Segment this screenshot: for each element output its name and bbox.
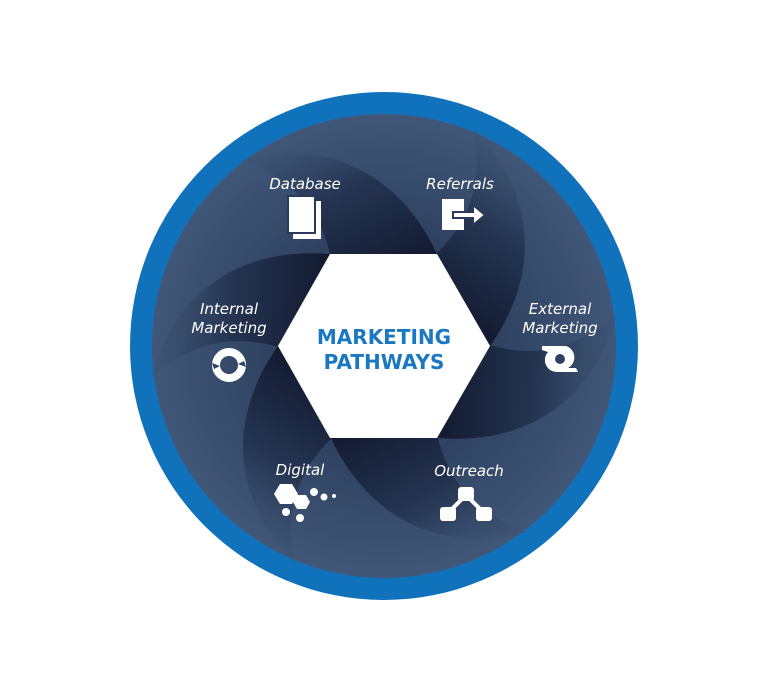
documents-icon — [287, 195, 321, 239]
swirl-petal — [436, 128, 525, 346]
segment-internal-marketing-label: Internal Marketing — [191, 300, 266, 338]
loop-arrow-icon — [542, 346, 578, 373]
hexagons-icon — [274, 484, 336, 522]
label-line: Marketing — [522, 319, 598, 337]
segment-digital-label: Digital — [275, 461, 325, 479]
center-hexagon — [278, 254, 490, 438]
segment-outreach-label: Outreach — [434, 462, 504, 480]
swirl-petal — [150, 253, 331, 378]
segment-referrals-label: Referrals — [426, 175, 494, 193]
cycle-icon — [212, 348, 246, 382]
label-line: Marketing — [191, 319, 267, 337]
segment-database-label: Database — [269, 175, 341, 193]
segment-external-marketing-label: External Marketing — [522, 300, 597, 338]
label-line: Internal — [199, 300, 259, 318]
swirl-petal — [240, 153, 437, 254]
center-title: MARKETING PATHWAYS — [317, 325, 451, 375]
network-icon — [440, 487, 492, 521]
center-title-line2: PATHWAYS — [323, 350, 445, 374]
swirl-petal — [243, 346, 332, 564]
swirl-petal — [437, 314, 618, 439]
label-line: External — [528, 300, 592, 318]
export-arrow-icon — [442, 199, 487, 230]
center-title-line1: MARKETING — [316, 325, 452, 349]
